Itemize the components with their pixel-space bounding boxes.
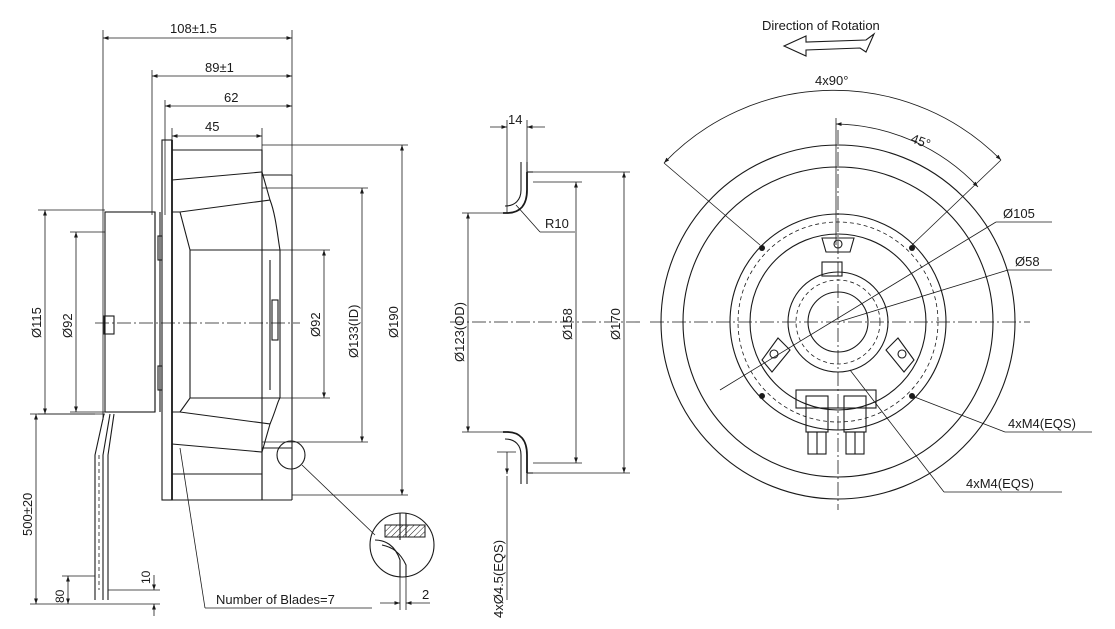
motor-body xyxy=(104,211,156,413)
dim-radius: R10 xyxy=(545,216,569,231)
dim-impeller-dia: Ø190 xyxy=(386,306,401,338)
dim-ring-mid: Ø158 xyxy=(560,308,575,340)
dim-blade-thickness: 2 xyxy=(422,587,429,602)
dim-impeller-length: 62 xyxy=(224,90,238,105)
dim-angle-45: 45° xyxy=(909,131,933,152)
dim-screws-inner: 4xM4(EQS) xyxy=(966,476,1034,491)
inlet-ring-view: 14 R10 Ø123(OD) Ø158 Ø170 4xØ4.5(EQS) xyxy=(450,112,640,618)
dim-ring-od: Ø123(OD) xyxy=(452,302,467,362)
dim-ring-outer: Ø170 xyxy=(608,308,623,340)
dim-inner-hub-dia: Ø92 xyxy=(308,312,323,337)
impeller-outline xyxy=(171,149,292,501)
dim-mount-holes: 4xØ4.5(EQS) xyxy=(491,540,506,618)
dim-inlet-length: 45 xyxy=(205,119,219,134)
dim-cable-length: 500±20 xyxy=(20,493,35,536)
detail-magnified xyxy=(369,512,435,578)
front-view: Direction of Rotation 4x90° 45° xyxy=(650,18,1092,510)
dim-strip-10: 10 xyxy=(139,570,153,584)
dim-screws-outer: 4xM4(EQS) xyxy=(1008,416,1076,431)
rotation-arrow xyxy=(782,32,876,57)
dim-motor-dia: Ø115 xyxy=(29,307,44,338)
dim-body-length: 89±1 xyxy=(205,60,234,75)
dim-overall-length: 108±1.5 xyxy=(170,21,217,36)
dim-pcd-58: Ø58 xyxy=(1015,254,1040,269)
dim-ring-width: 14 xyxy=(508,112,522,127)
cable xyxy=(94,413,115,590)
rotation-label: Direction of Rotation xyxy=(762,18,880,33)
note-blades: Number of Blades=7 xyxy=(216,592,335,607)
dim-inlet-id: Ø133(ID) xyxy=(346,305,361,358)
dim-angle-4x90: 4x90° xyxy=(815,73,848,88)
terminal-block xyxy=(795,389,877,409)
side-view: 108±1.5 89±1 62 45 xyxy=(20,21,435,616)
arc-45 xyxy=(835,122,979,188)
flange-plate xyxy=(161,139,173,501)
dim-motor-hub-dia: Ø92 xyxy=(60,313,75,338)
inlet-ring-profile xyxy=(503,172,528,473)
dim-pcd-105: Ø105 xyxy=(1003,206,1035,221)
dim-strip-80: 80 xyxy=(53,589,67,603)
arc-4x90 xyxy=(663,89,1002,164)
detail-circle xyxy=(276,440,306,470)
